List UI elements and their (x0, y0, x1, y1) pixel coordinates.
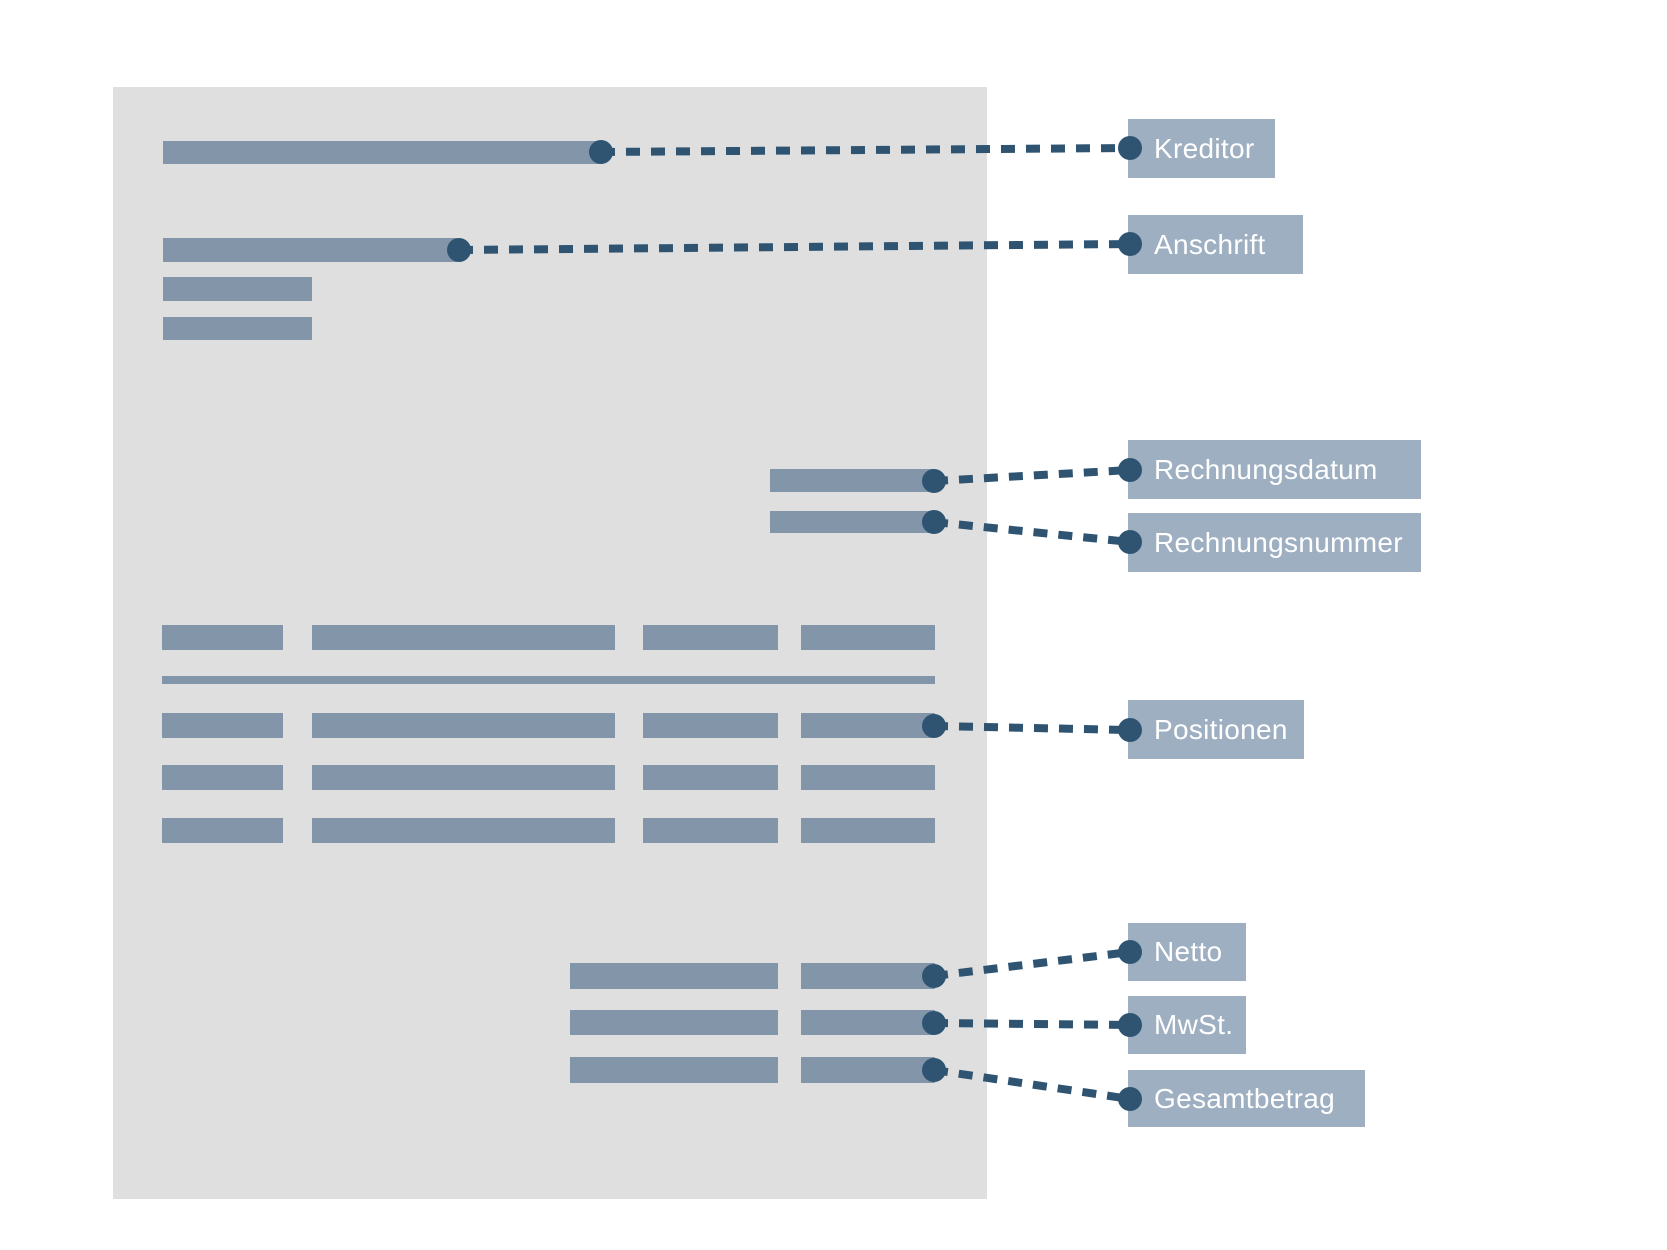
label-netto: Netto (1128, 923, 1246, 981)
positions-header-cell-2 (312, 625, 615, 650)
label-gesamtbetrag-text: Gesamtbetrag (1154, 1082, 1336, 1114)
positions-table-divider (162, 676, 935, 684)
label-rechnungsdatum: Rechnungsdatum (1128, 440, 1421, 499)
positions-row2-cell-4 (801, 765, 935, 790)
positions-row3-cell-2 (312, 818, 615, 843)
label-netto-text: Netto (1154, 936, 1223, 967)
positions-row1-cell-1 (162, 713, 283, 738)
positions-row1-cell-2 (312, 713, 615, 738)
positions-row3-cell-4 (801, 818, 935, 843)
label-anschrift: Anschrift (1128, 215, 1303, 274)
label-positionen: Positionen (1128, 700, 1304, 759)
netto-label-placeholder (570, 963, 778, 989)
address-line-placeholder-1 (163, 277, 312, 301)
label-anschrift-text: Anschrift (1154, 228, 1266, 260)
positions-row2-cell-1 (162, 765, 283, 790)
positions-row2-cell-2 (312, 765, 615, 790)
gesamtbetrag-label-placeholder (570, 1057, 778, 1083)
mwst-value-placeholder (801, 1010, 935, 1035)
positions-row2-cell-3 (643, 765, 778, 790)
label-rechnungsnummer-text: Rechnungsnummer (1154, 526, 1403, 558)
positions-row3-cell-3 (643, 818, 778, 843)
anschrift-placeholder-bar (163, 238, 457, 262)
address-line-placeholder-2 (163, 317, 312, 340)
kreditor-placeholder-bar (163, 141, 603, 164)
label-positionen-text: Positionen (1154, 713, 1288, 745)
invoice-date-placeholder-bar (770, 469, 935, 492)
invoice-number-placeholder-bar (770, 511, 935, 533)
label-kreditor: Kreditor (1128, 119, 1275, 178)
label-rechnungsdatum-text: Rechnungsdatum (1154, 453, 1378, 485)
label-rechnungsnummer: Rechnungsnummer (1128, 513, 1421, 572)
netto-value-placeholder (801, 963, 935, 989)
label-mwst: MwSt. (1128, 996, 1246, 1054)
label-kreditor-text: Kreditor (1154, 132, 1255, 164)
label-mwst-text: MwSt. (1154, 1009, 1234, 1040)
positions-header-cell-3 (643, 625, 778, 650)
gesamtbetrag-value-placeholder (801, 1057, 935, 1083)
label-gesamtbetrag: Gesamtbetrag (1128, 1070, 1365, 1127)
positions-row1-cell-3 (643, 713, 778, 738)
positions-header-cell-1 (162, 625, 283, 650)
positions-header-cell-4 (801, 625, 935, 650)
positions-row1-cell-4 (801, 713, 935, 738)
positions-row3-cell-1 (162, 818, 283, 843)
mwst-label-placeholder (570, 1010, 778, 1035)
